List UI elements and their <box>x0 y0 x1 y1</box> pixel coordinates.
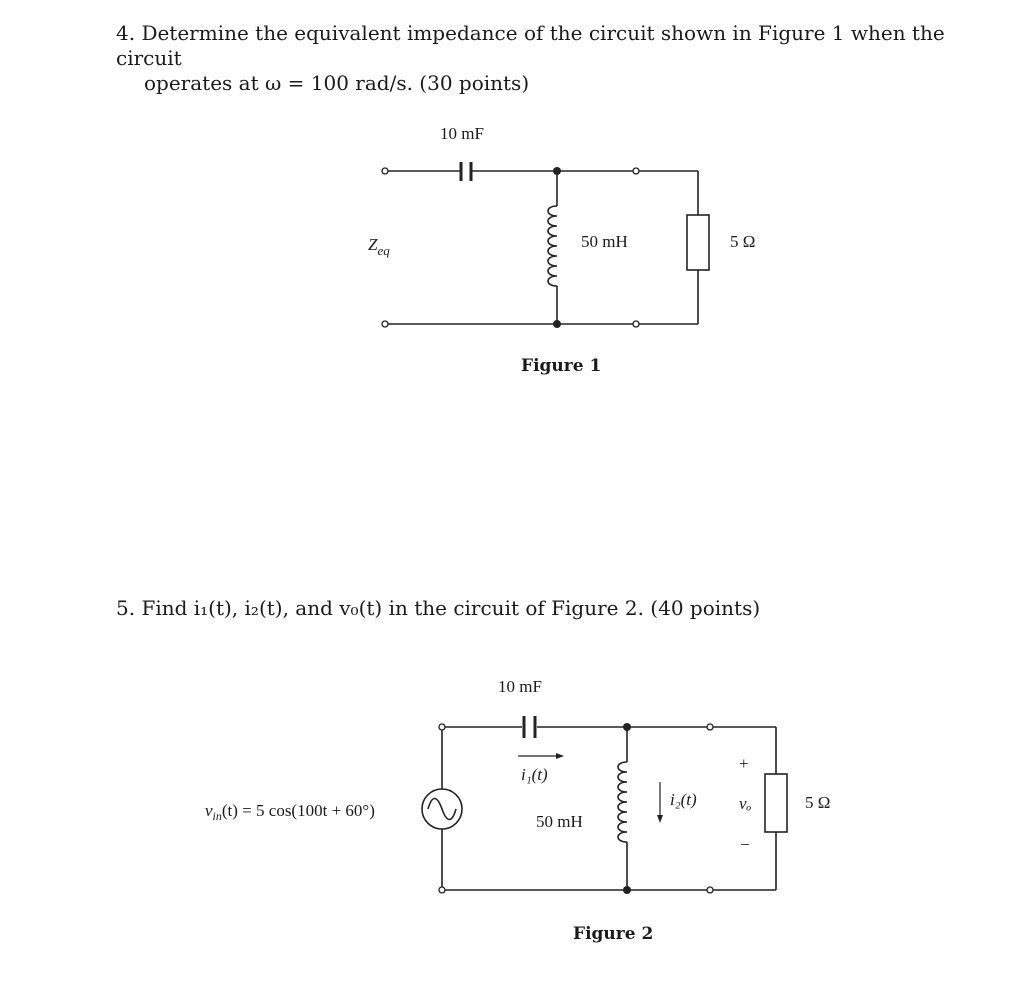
fig2-capacitor <box>522 716 537 738</box>
fig1-inductor-label: 50 mH <box>581 232 628 251</box>
fig2-source-label: vin(t) = 5 cos(100t + 60°) <box>205 801 375 823</box>
fig2-resistor-label: 5 Ω <box>805 793 830 812</box>
fig1-caption: Figure 1 <box>521 356 601 376</box>
fig2-inductor-label: 50 mH <box>536 812 583 831</box>
fig1-resistor-label: 5 Ω <box>730 232 755 251</box>
fig2-capacitor-label: 10 mF <box>498 677 542 696</box>
fig2-i2-arrowhead <box>657 815 663 823</box>
problem-4-line-2: operates at ω = 100 rad/s. (30 points) <box>144 71 530 95</box>
figure-2: 10 mF i₁(t) vin(t) = 5 cos(100t + 60°) 5… <box>205 677 830 944</box>
fig1-inductor <box>547 205 558 287</box>
problem-5-text: 5. Find i₁(t), i₂(t), and v₀(t) in the c… <box>116 596 761 620</box>
fig1-resistor <box>686 214 710 271</box>
fig2-i2-label: i₂(t) <box>670 790 697 809</box>
fig2-vo-minus: − <box>740 835 750 854</box>
fig2-terminal-bottom-right <box>706 886 714 894</box>
fig2-vo-label: vₒ <box>739 794 752 813</box>
problem-4-line-1: 4. Determine the equivalent impedance of… <box>116 21 945 70</box>
fig1-capacitor-label: 10 mF <box>440 124 484 143</box>
fig1-terminal-mid-top <box>632 167 640 175</box>
figure-1: 10 mF 50 mH 5 Ω Zeq Figure 1 <box>368 124 755 376</box>
fig2-terminal-top-right <box>706 723 714 731</box>
fig2-caption: Figure 2 <box>573 924 653 944</box>
fig2-inductor <box>617 761 628 843</box>
fig1-terminal-bottom <box>381 320 389 328</box>
problem-4: 4. Determine the equivalent impedance of… <box>116 21 996 96</box>
fig2-vo-plus: + <box>739 754 749 773</box>
fig1-capacitor <box>459 162 473 181</box>
fig2-i1-label: i₁(t) <box>521 765 548 784</box>
fig1-terminal-mid-bottom <box>632 320 640 328</box>
fig2-i1-arrowhead <box>556 753 564 759</box>
fig1-terminal-top <box>381 167 389 175</box>
fig2-resistor <box>764 773 788 833</box>
fig1-zeq-label: Zeq <box>368 235 390 258</box>
fig2-terminal-bottom-left <box>438 886 446 894</box>
fig2-source-sine-icon <box>427 797 457 821</box>
problem-5: 5. Find i₁(t), i₂(t), and v₀(t) in the c… <box>116 596 996 621</box>
fig2-terminal-top-left <box>438 723 446 731</box>
